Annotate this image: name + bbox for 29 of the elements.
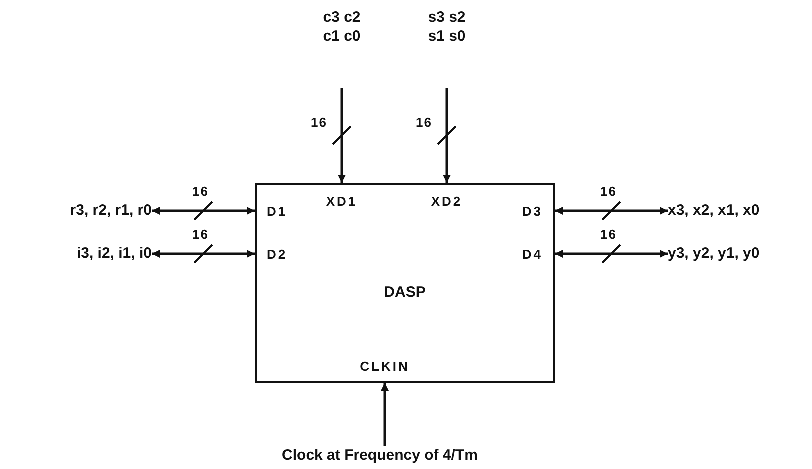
edge-label: 16: [192, 228, 210, 242]
edge-label: 16: [600, 228, 618, 242]
pin-label: XD2: [422, 183, 472, 209]
edge-label: 16: [192, 185, 210, 199]
arrow: [443, 88, 451, 183]
clock-label: Clock at Frequency of 4/Tm: [230, 446, 530, 466]
edge-label: 16: [600, 185, 618, 199]
arrow: [555, 207, 668, 215]
pin-label: XD1: [317, 183, 367, 209]
signal-list: c3 c2 c1 c0: [322, 8, 362, 88]
edge-label: 16: [415, 116, 434, 130]
pin-label: CLKIN: [347, 355, 423, 383]
chip-name: DASP: [383, 283, 427, 302]
arrow: [152, 207, 255, 215]
pin-label: D1: [255, 202, 299, 220]
arrow: [555, 250, 668, 258]
edge-label: 16: [310, 116, 328, 130]
signal-list: r3, r2, r1, r0: [6, 201, 152, 221]
arrow: [152, 250, 255, 258]
signal-list: x3, x2, x1, x0: [668, 201, 808, 221]
pin-label: D3: [511, 202, 555, 220]
signal-list: s3 s2 s1 s0: [427, 8, 467, 88]
pin-label: D4: [511, 245, 555, 263]
chip-block: [255, 183, 555, 383]
signal-list: i3, i2, i1, i0: [6, 244, 152, 264]
pin-label: D2: [255, 245, 299, 263]
arrow: [381, 383, 389, 446]
signal-list: y3, y2, y1, y0: [668, 244, 808, 264]
arrow: [338, 88, 346, 183]
